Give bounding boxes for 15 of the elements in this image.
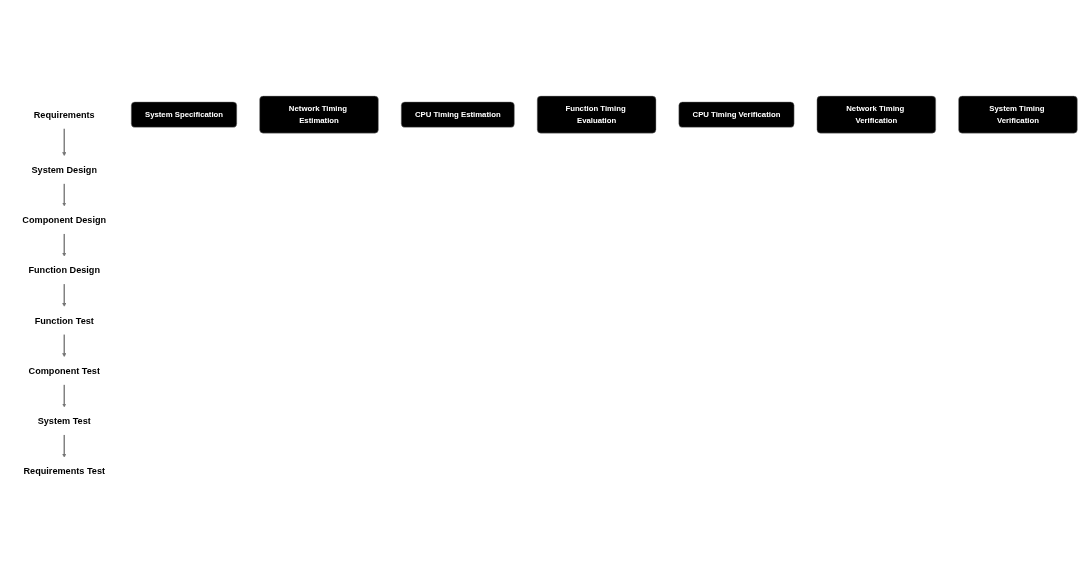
arrow <box>62 127 67 157</box>
arrow <box>62 333 67 358</box>
node-text: Function Design <box>28 265 101 276</box>
node-text: Requirements <box>33 109 95 120</box>
arrow <box>62 433 67 458</box>
arrow <box>62 182 67 207</box>
node-text: Requirements Test <box>23 466 106 477</box>
node-text: Component Design <box>22 214 107 225</box>
node-text: Function Test <box>34 315 94 326</box>
arrow <box>62 232 67 257</box>
arrow <box>62 383 67 408</box>
node-text: System Test <box>37 415 91 426</box>
arrow <box>62 283 67 307</box>
node-text: Component Test <box>28 365 100 376</box>
node-text: System Design <box>31 164 97 175</box>
